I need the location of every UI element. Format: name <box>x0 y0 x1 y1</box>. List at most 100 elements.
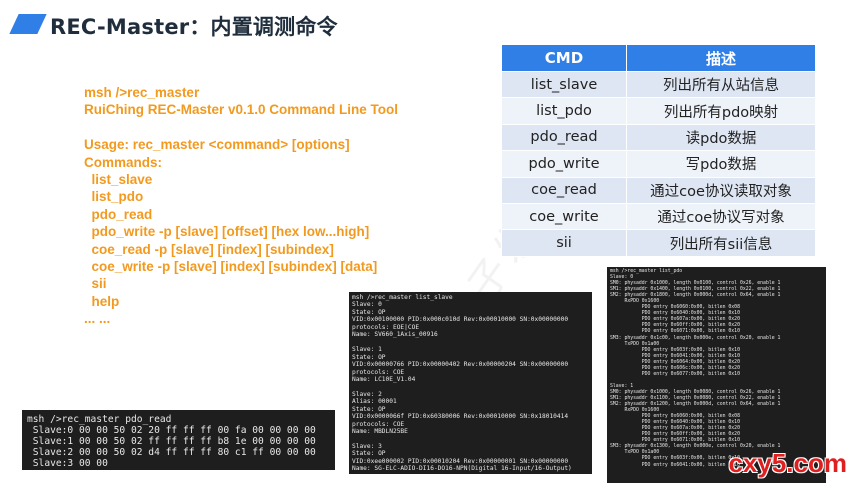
header-cmd: CMD <box>501 44 627 72</box>
cmd-cell: pdo_read <box>501 123 627 152</box>
terminal-line: msh />rec_master pdo_read <box>27 414 172 425</box>
terminal-line: Name: MBDLN25BE <box>352 428 408 436</box>
command-table: CMD 描述 list_slave 列出所有从站信息 list_pdo 列出所有… <box>501 44 816 257</box>
description-cell: 通过coe协议写对象 <box>626 202 816 231</box>
terminal-line: State: OP <box>352 308 386 316</box>
terminal-line: VID:0x00100000 PID:0x000c010d Rev:0x0001… <box>352 316 569 324</box>
command-table-header: CMD 描述 <box>501 44 816 72</box>
description-cell: 通过coe协议读取对象 <box>626 176 816 204</box>
terminal-line: PDO entry 0x6060:0x00, bitlen 0x08 <box>610 414 740 420</box>
cli-line: RuiChing REC-Master v0.1.0 Command Line … <box>84 102 399 118</box>
terminal-line <box>352 383 592 390</box>
terminal-line: TxPDO 0x1a00 <box>610 341 660 347</box>
terminal-line: Name: LC10E_V1.04 <box>352 375 416 383</box>
cli-line: pdo_read <box>84 206 153 222</box>
terminal-line: VID:0xee000002 PID:0x00010204 Rev:0x0000… <box>352 457 569 465</box>
description-cell: 读pdo数据 <box>626 123 816 152</box>
terminal-line <box>352 436 592 443</box>
terminal-line: Slave:0 00 00 50 02 20 ff ff ff 00 fa 00… <box>27 425 316 436</box>
terminal-line: Slave: 0 <box>352 301 382 309</box>
terminal-line: Slave: 3 <box>352 443 382 451</box>
terminal-line: protocols: COE <box>352 368 405 376</box>
description-cell: 列出所有pdo映射 <box>626 97 816 125</box>
terminal-line: msh />rec_master list_pdo <box>610 269 683 274</box>
cli-line: sii <box>84 276 107 292</box>
terminal-line: PDO entry 0x6071:0x00, bitlen 0x10 <box>610 438 740 444</box>
terminal-line: State: OP <box>352 450 386 458</box>
terminal-line: PDO entry 0x6040:0x00, bitlen 0x10 <box>610 311 740 317</box>
terminal-line: PDO entry 0x6077:0x00, bitlen 0x10 <box>610 371 740 377</box>
cli-line: Usage: rec_master <command> [options] <box>84 137 350 153</box>
terminal-line: Slave: 1 <box>352 346 382 354</box>
terminal-line: Slave:1 00 00 50 02 ff ff ff ff b8 1e 00… <box>27 436 316 447</box>
cli-help-text: msh />rec_master RuiChing REC-Master v0.… <box>84 84 398 327</box>
terminal-line: SM2: physaddr 0x1200, length 0x000d, con… <box>610 402 781 408</box>
terminal-pdo-read: msh />rec_master pdo_read Slave:0 00 00 … <box>22 410 335 470</box>
cli-line: list_pdo <box>84 189 144 205</box>
terminal-line: Name: SG-ELC-ADIO-DI16-DO16-NPN(Digital … <box>352 465 572 473</box>
terminal-line: PDO entry 0x6071:0x00, bitlen 0x10 <box>610 329 740 335</box>
header-description: 描述 <box>626 44 816 72</box>
terminal-line: Slave: 2 <box>352 390 382 398</box>
cmd-cell: pdo_write <box>501 150 627 178</box>
terminal-line: msh />rec_master list_slave <box>352 294 453 301</box>
terminal-line: PDO entry 0x606c:0x00, bitlen 0x20 <box>610 365 740 371</box>
terminal-line: TxPDO 0x1a00 <box>610 450 660 456</box>
description-cell: 写pdo数据 <box>626 150 816 178</box>
terminal-line: PDO entry 0x607a:0x00, bitlen 0x20 <box>610 317 740 323</box>
terminal-line: PDO entry 0x607a:0x00, bitlen 0x20 <box>610 426 740 432</box>
terminal-line: SM0: physaddr 0x1000, length 0x0080, con… <box>610 389 781 395</box>
terminal-line: PDO entry 0x6041:0x00, bitlen 0x10 <box>610 462 740 468</box>
description-cell: 列出所有sii信息 <box>626 229 816 257</box>
terminal-line: protocols: EOE|COE <box>352 323 420 331</box>
table-row: pdo_read 读pdo数据 <box>501 123 816 152</box>
terminal-line: VID:0x00000766 PID:0x00000402 Rev:0x0000… <box>352 361 569 369</box>
terminal-line: PDO entry 0x603f:0x00, bitlen 0x10 <box>610 347 740 353</box>
table-row: coe_read 通过coe协议读取对象 <box>501 176 816 204</box>
terminal-line: Slave: 0 <box>610 275 634 281</box>
table-row: coe_write 通过coe协议写对象 <box>501 202 816 231</box>
terminal-line: PDO entry 0x60ff:0x00, bitlen 0x20 <box>610 432 740 438</box>
terminal-line: PDO entry 0x6060:0x00, bitlen 0x08 <box>610 305 740 311</box>
cmd-cell: coe_write <box>501 202 627 231</box>
title-accent-bar <box>9 14 47 34</box>
terminal-line: State: OP <box>352 353 386 361</box>
terminal-line: SM3: physaddr 0x1c00, length 0x000e, con… <box>610 335 781 341</box>
terminal-line: Slave:2 00 00 50 02 d4 ff ff ff 80 c1 ff… <box>27 447 316 458</box>
terminal-line: SM1: physaddr 0x1400, length 0x0100, con… <box>610 287 781 293</box>
terminal-line: Name: SV660_1Axis_00916 <box>352 331 438 339</box>
table-row: list_pdo 列出所有pdo映射 <box>501 97 816 125</box>
cmd-cell: coe_read <box>501 176 627 204</box>
terminal-line: PDO entry 0x60ff:0x00, bitlen 0x20 <box>610 323 740 329</box>
site-watermark-logo: cxy5.com <box>728 448 847 478</box>
terminal-line: PDO entry 0x6064:0x00, bitlen 0x20 <box>610 359 740 365</box>
cli-line: Commands: <box>84 154 163 170</box>
terminal-line: SM3: physaddr 0x1300, length 0x000e, con… <box>610 444 781 450</box>
cli-line: msh />rec_master <box>84 85 200 100</box>
terminal-line: SM2: physaddr 0x1800, length 0x000d, con… <box>610 293 781 299</box>
terminal-line: SM1: physaddr 0x1100, length 0x0080, con… <box>610 395 781 401</box>
terminal-line: protocols: COE <box>352 420 405 428</box>
terminal-line: Slave: 1 <box>610 383 634 389</box>
cmd-cell: sii <box>501 229 627 257</box>
table-row: sii 列出所有sii信息 <box>501 229 816 257</box>
terminal-line: Slave:3 00 00 <box>27 458 108 469</box>
slide-title: REC-Master：内置调测命令 <box>50 15 338 39</box>
table-row: list_slave 列出所有从站信息 <box>501 70 816 99</box>
terminal-line: SM0: physaddr 0x1000, length 0x0100, con… <box>610 281 781 287</box>
cli-line: coe_write -p [slave] [index] [subindex] … <box>84 258 378 274</box>
terminal-line: PDO entry 0x603f:0x00, bitlen 0x10 <box>610 456 740 462</box>
cli-line: ... ... <box>84 311 111 327</box>
terminal-line: State: OP <box>352 405 386 413</box>
cli-line: coe_read -p [slave] [index] [subindex] <box>84 241 334 257</box>
cli-line: help <box>84 293 120 309</box>
cmd-cell: list_slave <box>501 70 627 99</box>
terminal-line: RxPDO 0x1600 <box>610 299 660 305</box>
terminal-line: PDO entry 0x6040:0x00, bitlen 0x10 <box>610 420 740 426</box>
terminal-line: VID:0x0000066f PID:0x60380006 Rev:0x0001… <box>352 413 569 421</box>
terminal-line: RxPDO 0x1600 <box>610 408 660 414</box>
cmd-cell: list_pdo <box>501 97 627 125</box>
cli-line: list_slave <box>84 171 153 187</box>
